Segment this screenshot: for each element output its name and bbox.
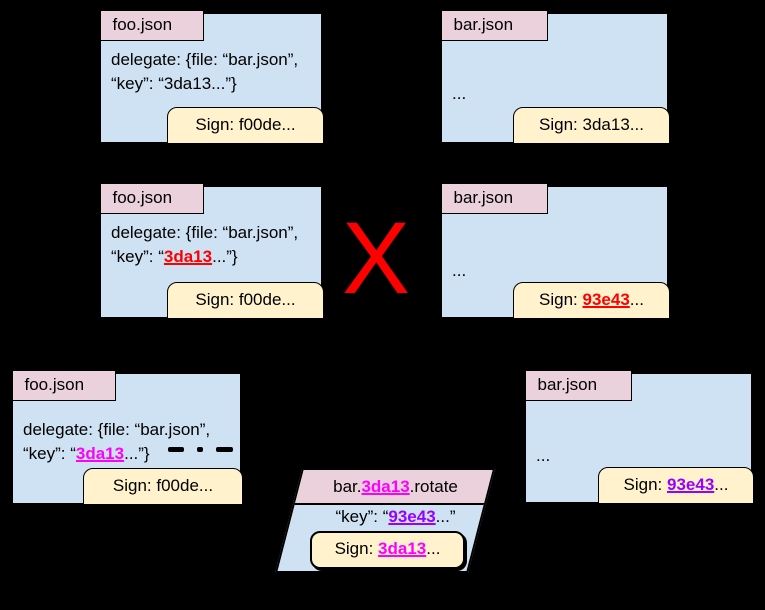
file-tab-label: bar.json bbox=[453, 15, 514, 34]
file-box-bar-row2: bar.json ... Sign: 93e43... bbox=[440, 183, 670, 319]
rotate-title-post: .rotate bbox=[409, 477, 458, 496]
file-body-ellipsis: ... bbox=[452, 84, 467, 103]
rotate-key-post: ...” bbox=[435, 507, 456, 526]
file-box-bar-row3: bar.json ... Sign: 93e43... bbox=[524, 370, 754, 504]
key-line-post: ...”} bbox=[212, 247, 238, 266]
file-tab-bar-row1: bar.json bbox=[440, 10, 548, 41]
signature-text-post: ... bbox=[629, 289, 644, 309]
rotate-file-title: bar.3da13.rotate bbox=[293, 477, 498, 497]
dash-segment bbox=[216, 447, 233, 452]
rotate-key-new: 93e43 bbox=[388, 507, 436, 526]
signature-key-new: 93e43 bbox=[667, 474, 715, 494]
dash-segment bbox=[168, 447, 184, 452]
signature-text-pre: Sign: bbox=[334, 539, 379, 558]
rotate-signature-key-old: 3da13 bbox=[378, 539, 427, 558]
file-tab-foo-row2: foo.json bbox=[99, 183, 204, 214]
file-box-foo-row2: foo.json delegate: {file: “bar.json”, “k… bbox=[99, 183, 324, 319]
file-tab-label: foo.json bbox=[24, 375, 85, 394]
signature-text-pre: Sign: bbox=[539, 289, 583, 309]
file-tab-label: foo.json bbox=[112, 188, 173, 207]
signature-badge-bar-row1: Sign: 3da13... bbox=[513, 106, 670, 144]
signature-text: Sign: 3da13... bbox=[539, 114, 644, 134]
signature-badge-foo-row2: Sign: f00de... bbox=[167, 281, 324, 319]
rotate-key-pre: “key”: “ bbox=[335, 507, 389, 526]
signature-badge-foo-row1: Sign: f00de... bbox=[167, 106, 324, 144]
key-line-post: ...”} bbox=[124, 444, 150, 463]
file-box-foo-row1: foo.json delegate: {file: “bar.json”, “k… bbox=[99, 10, 324, 144]
key-line-pre: “key”: “ bbox=[23, 444, 76, 463]
delegate-line1: delegate: {file: “bar.json”, bbox=[23, 420, 211, 439]
delegate-line1: delegate: {file: “bar.json”, bbox=[111, 50, 299, 69]
signature-badge-bar-row3: Sign: 93e43... bbox=[598, 466, 754, 504]
signature-text-pre: Sign: bbox=[623, 474, 668, 494]
signature-badge-foo-row3: Sign: f00de... bbox=[83, 467, 243, 505]
key-line-pre: “key”: “ bbox=[111, 74, 164, 93]
signature-text: Sign: f00de... bbox=[195, 114, 296, 134]
dash-dot-connector bbox=[168, 447, 233, 452]
file-tab-bar-row3: bar.json bbox=[524, 370, 632, 401]
rotate-title-key-old: 3da13 bbox=[361, 477, 410, 496]
signature-text-post: ... bbox=[426, 539, 441, 558]
signature-badge-bar-row2: Sign: 93e43... bbox=[513, 281, 670, 319]
key-value-invalid: 3da13 bbox=[163, 247, 213, 266]
file-box-bar-row1: bar.json ... Sign: 3da13... bbox=[440, 10, 670, 144]
key-line-post: ...”} bbox=[211, 74, 237, 93]
file-tab-foo-row3: foo.json bbox=[11, 370, 116, 401]
delegate-line1: delegate: {file: “bar.json”, bbox=[111, 223, 299, 242]
rotate-key-line: “key”: “93e43...” bbox=[293, 507, 498, 527]
signature-key-invalid: 93e43 bbox=[582, 289, 630, 309]
file-body-foo-row1: delegate: {file: “bar.json”, “key”: “3da… bbox=[111, 48, 315, 96]
file-body-foo-row2: delegate: {file: “bar.json”, “key”: “3da… bbox=[111, 221, 315, 269]
dot-segment bbox=[197, 447, 203, 452]
file-body-ellipsis: ... bbox=[452, 261, 467, 280]
signature-text: Sign: f00de... bbox=[195, 289, 296, 309]
key-value: 3da13 bbox=[163, 74, 212, 93]
key-value-old: 3da13 bbox=[75, 444, 125, 463]
rotate-signature-badge: Sign: 3da13... bbox=[310, 531, 465, 569]
signature-text: Sign: f00de... bbox=[112, 475, 214, 495]
file-tab-label: bar.json bbox=[537, 375, 598, 394]
invalid-cross-mark: X bbox=[342, 201, 411, 315]
rotate-title-pre: bar. bbox=[333, 477, 362, 496]
file-box-foo-row3: foo.json delegate: {file: “bar.json”, “k… bbox=[11, 370, 243, 505]
file-body-ellipsis: ... bbox=[536, 446, 551, 465]
file-body-foo-row3: delegate: {file: “bar.json”, “key”: “3da… bbox=[23, 418, 234, 466]
signature-text-post: ... bbox=[714, 474, 729, 494]
key-line-pre: “key”: “ bbox=[111, 247, 164, 266]
file-tab-foo-row1: foo.json bbox=[99, 10, 204, 41]
file-tab-bar-row2: bar.json bbox=[440, 183, 548, 214]
file-tab-label: bar.json bbox=[453, 188, 514, 207]
file-tab-label: foo.json bbox=[112, 15, 173, 34]
